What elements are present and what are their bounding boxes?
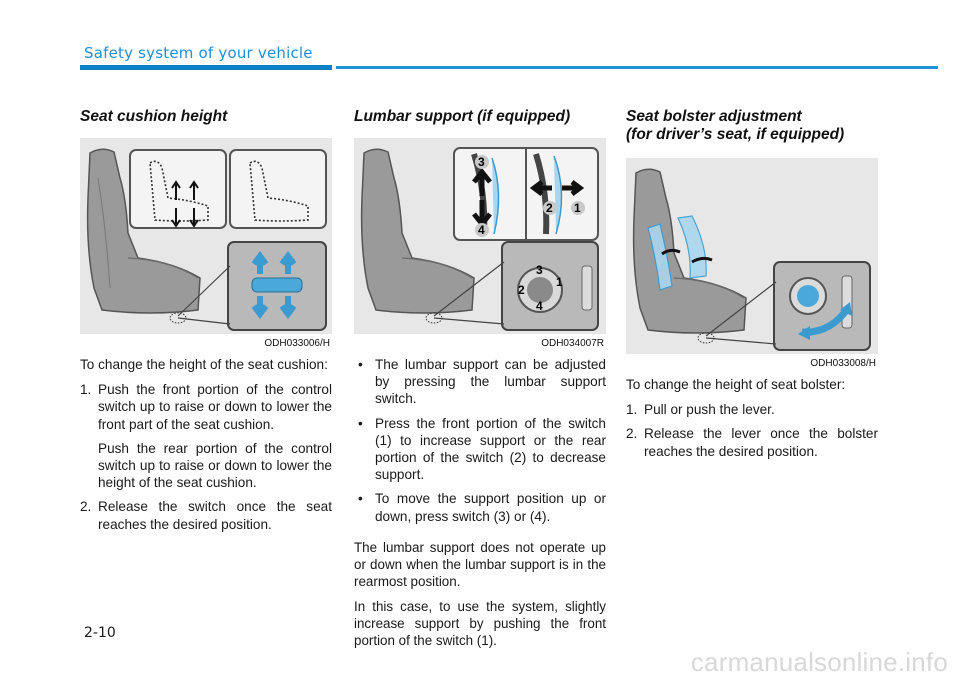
heading-line-2: (for driver’s seat, if equipped) [626,126,845,143]
note-2: In this case, to use the system, slightl… [354,598,606,648]
column-seat-cushion-height: Seat cushion height ODH033006/H [80,108,332,540]
heading-lumbar-support: Lumbar support (if equipped) [354,108,571,125]
step-text: Release the lever once the bolster reach… [644,426,878,459]
bullet-dot: • [358,491,363,507]
step-text: Release the switch once the seat reaches… [98,499,332,532]
page-number: 2-10 [84,625,116,641]
step-text: Push the front portion of the control sw… [98,382,332,432]
bolster-illustration [632,168,871,351]
figure-seat-cushion: ODH033006/H [80,138,332,349]
figure-bolster: ODH033008/H [626,158,878,369]
callout-2-top: 2 [546,201,553,215]
intro-text: To change the height of the seat cushion… [80,357,328,372]
callout-3-top: 3 [478,155,485,169]
seat-cushion-illustration [86,148,327,331]
watermark: carmanualsonline.info [690,647,948,677]
step-1: 1. Pull or push the lever. [626,401,878,418]
header-bar-light [336,66,938,69]
bullet-3: • To move the support position up or dow… [354,490,606,524]
heading-line-1: Seat bolster adjustment [626,108,802,125]
callout-1-top: 1 [574,201,581,215]
step-2: 2. Release the switch once the seat reac… [80,498,332,532]
note-1: The lumbar support does not operate up o… [354,539,606,589]
heading-seat-bolster: Seat bolster adjustment (for driver’s se… [626,108,878,144]
step-2: 2. Release the lever once the bolster re… [626,425,878,459]
step-number: 2. [626,426,638,442]
step-1-extra: Push the rear portion of the control swi… [98,440,332,491]
column-seat-bolster: Seat bolster adjustment (for driver’s se… [626,108,878,467]
bullet-dot: • [358,415,363,431]
step-number: 1. [626,402,638,418]
callout-2-bottom: 2 [518,283,525,297]
figure-code: ODH034007R [541,338,604,349]
header-bar-dark [80,65,332,70]
bullet-dot: • [358,357,363,372]
callout-4-bottom: 4 [536,299,543,313]
bullet-text: The lumbar support can be adjusted by pr… [375,357,606,407]
figure-lumbar: 3 4 2 1 3 2 1 4 ODH034007R [354,138,606,349]
column-lumbar-support: Lumbar support (if equipped) 3 4 2 [354,108,606,657]
step-number: 2. [80,499,92,515]
callout-1-bottom: 1 [556,275,563,289]
step-text: Pull or push the lever. [644,402,775,418]
section-title: Safety system of your vehicle [84,44,313,62]
bullet-2: • Press the front portion of the switch … [354,415,606,484]
bullet-text: To move the support position up or down,… [375,491,606,524]
figure-code: ODH033008/H [810,358,876,369]
step-1: 1. Push the front portion of the control… [80,381,332,433]
callout-4-top: 4 [478,223,485,237]
heading-seat-cushion-height: Seat cushion height [80,108,228,125]
lumbar-illustration: 3 4 2 1 3 2 1 4 [360,147,599,331]
bullet-1: • The lumbar support can be adjusted by … [354,356,606,408]
step-number: 1. [80,382,92,398]
callout-3-bottom: 3 [536,263,543,277]
bullet-text: Press the front portion of the switch (1… [375,415,606,483]
intro-text: To change the height of seat bolster: [626,377,846,392]
figure-code: ODH033006/H [264,338,330,349]
